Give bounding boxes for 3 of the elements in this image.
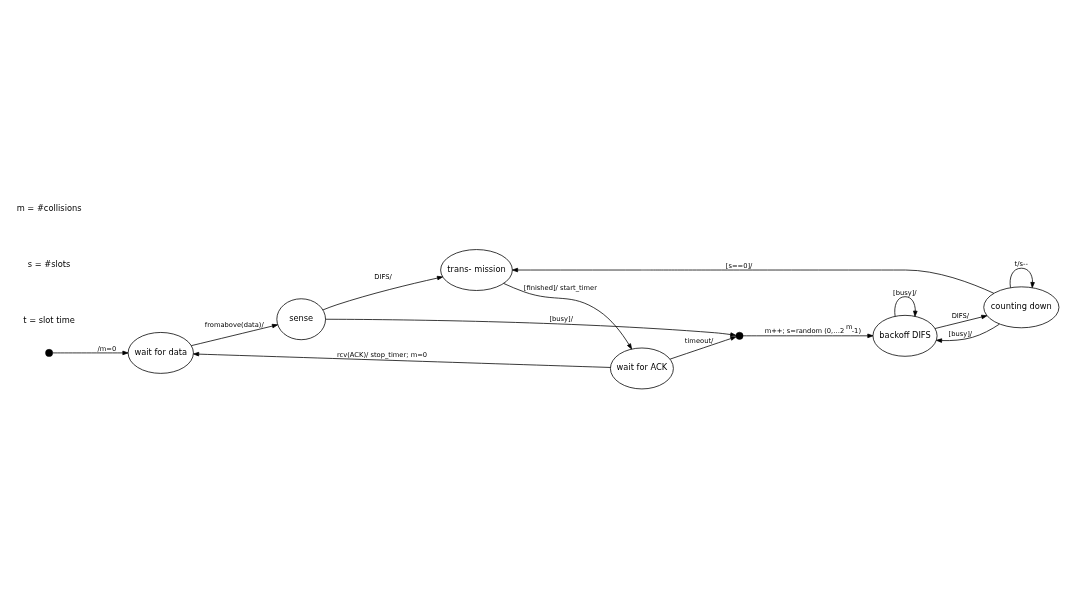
label: s = #slots — [27, 259, 71, 270]
label: t = slot time — [23, 315, 75, 326]
label: m = #collisions — [16, 203, 82, 214]
